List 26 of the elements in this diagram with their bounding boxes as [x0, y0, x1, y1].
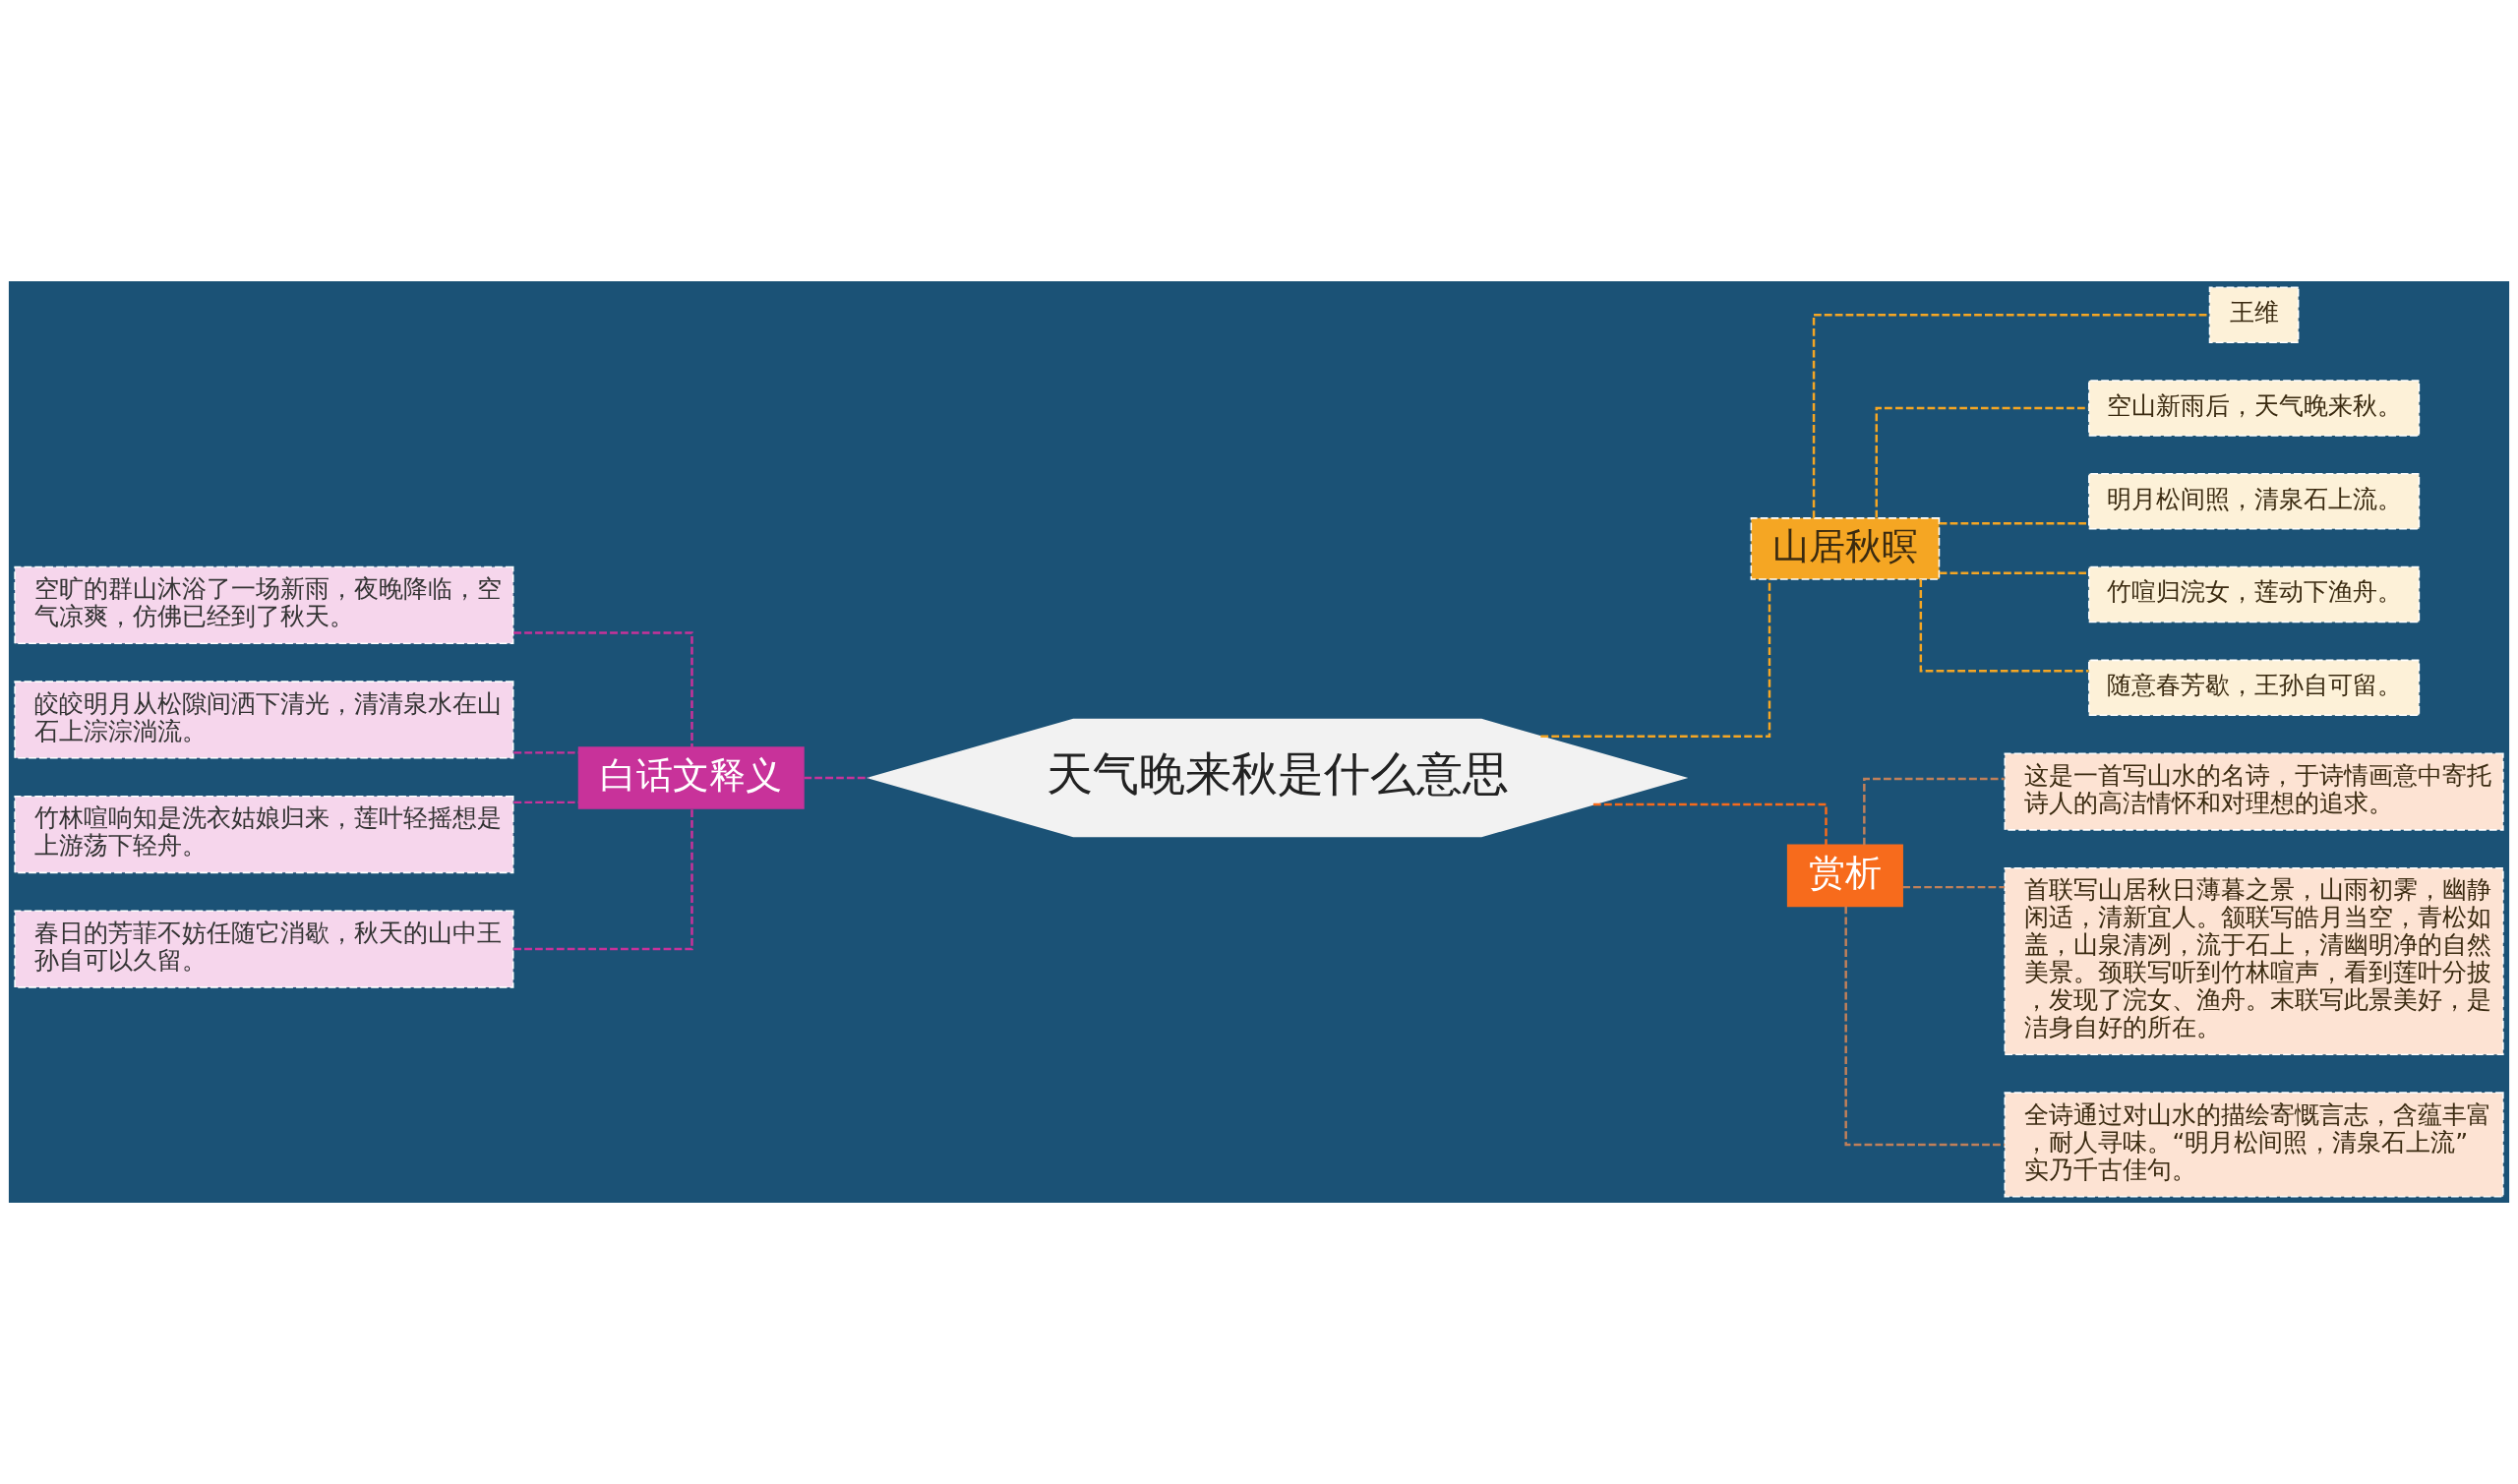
- connector: [1540, 579, 1771, 738]
- node-box: 竹喧归浣女，莲动下渔舟。: [2088, 565, 2421, 623]
- connector: [1863, 777, 2005, 846]
- connector: [1919, 579, 2089, 673]
- connector: [513, 631, 693, 747]
- connector: [513, 808, 693, 951]
- connector: [1939, 522, 2089, 525]
- node-box: 皎皎明月从松隙间洒下清光，清清泉水在山石上淙淙淌流。: [14, 681, 514, 759]
- node-box: 全诗通过对山水的描绘寄慨言志，含蕴丰富，耐人寻味。“明月松间照，清泉石上流”实乃千古佳句。: [2004, 1092, 2504, 1198]
- connector: [1592, 802, 1828, 846]
- connector: [1844, 906, 2006, 1147]
- node-box: 王维: [2208, 286, 2300, 343]
- connector: [1812, 313, 2210, 518]
- node-box: 空山新雨后，天气晚来秋。: [2088, 380, 2421, 437]
- node-box: 这是一首写山水的名诗，于诗情画意中寄托诗人的高洁情怀和对理想的追求。: [2004, 752, 2504, 831]
- connector: [1939, 571, 2089, 575]
- node-box: 竹林喧响知是洗衣姑娘归来，莲叶轻摇想是上游荡下轻舟。: [14, 795, 514, 874]
- node-box: 白话文释义: [577, 746, 805, 809]
- node-box: 空旷的群山沐浴了一场新雨，夜晚降临，空气凉爽，仿佛已经到了秋天。: [14, 565, 514, 645]
- connector: [1902, 885, 2006, 889]
- node-box: 山居秋暝: [1750, 517, 1941, 580]
- node-box: 春日的芳菲不妨任随它消歇，秋天的山中王孙自可以久留。: [14, 910, 514, 988]
- node-box: 首联写山居秋日薄暮之景，山雨初霁，幽静闲适，清新宜人。颔联写皓月当空，青松如盖，山泉清冽，流于石上，清幽明净的自然美景。颈联写听到竹林喧声，看到莲叶分披，发现了浣女、渔舟。末联写此景美好，是洁身自好的所在。: [2004, 866, 2504, 1056]
- node-box: 赏析: [1786, 844, 1903, 908]
- node-box: 明月松间照，清泉石上流。: [2088, 473, 2421, 530]
- node-box: 随意春芳歇，王孙自可留。: [2088, 659, 2421, 717]
